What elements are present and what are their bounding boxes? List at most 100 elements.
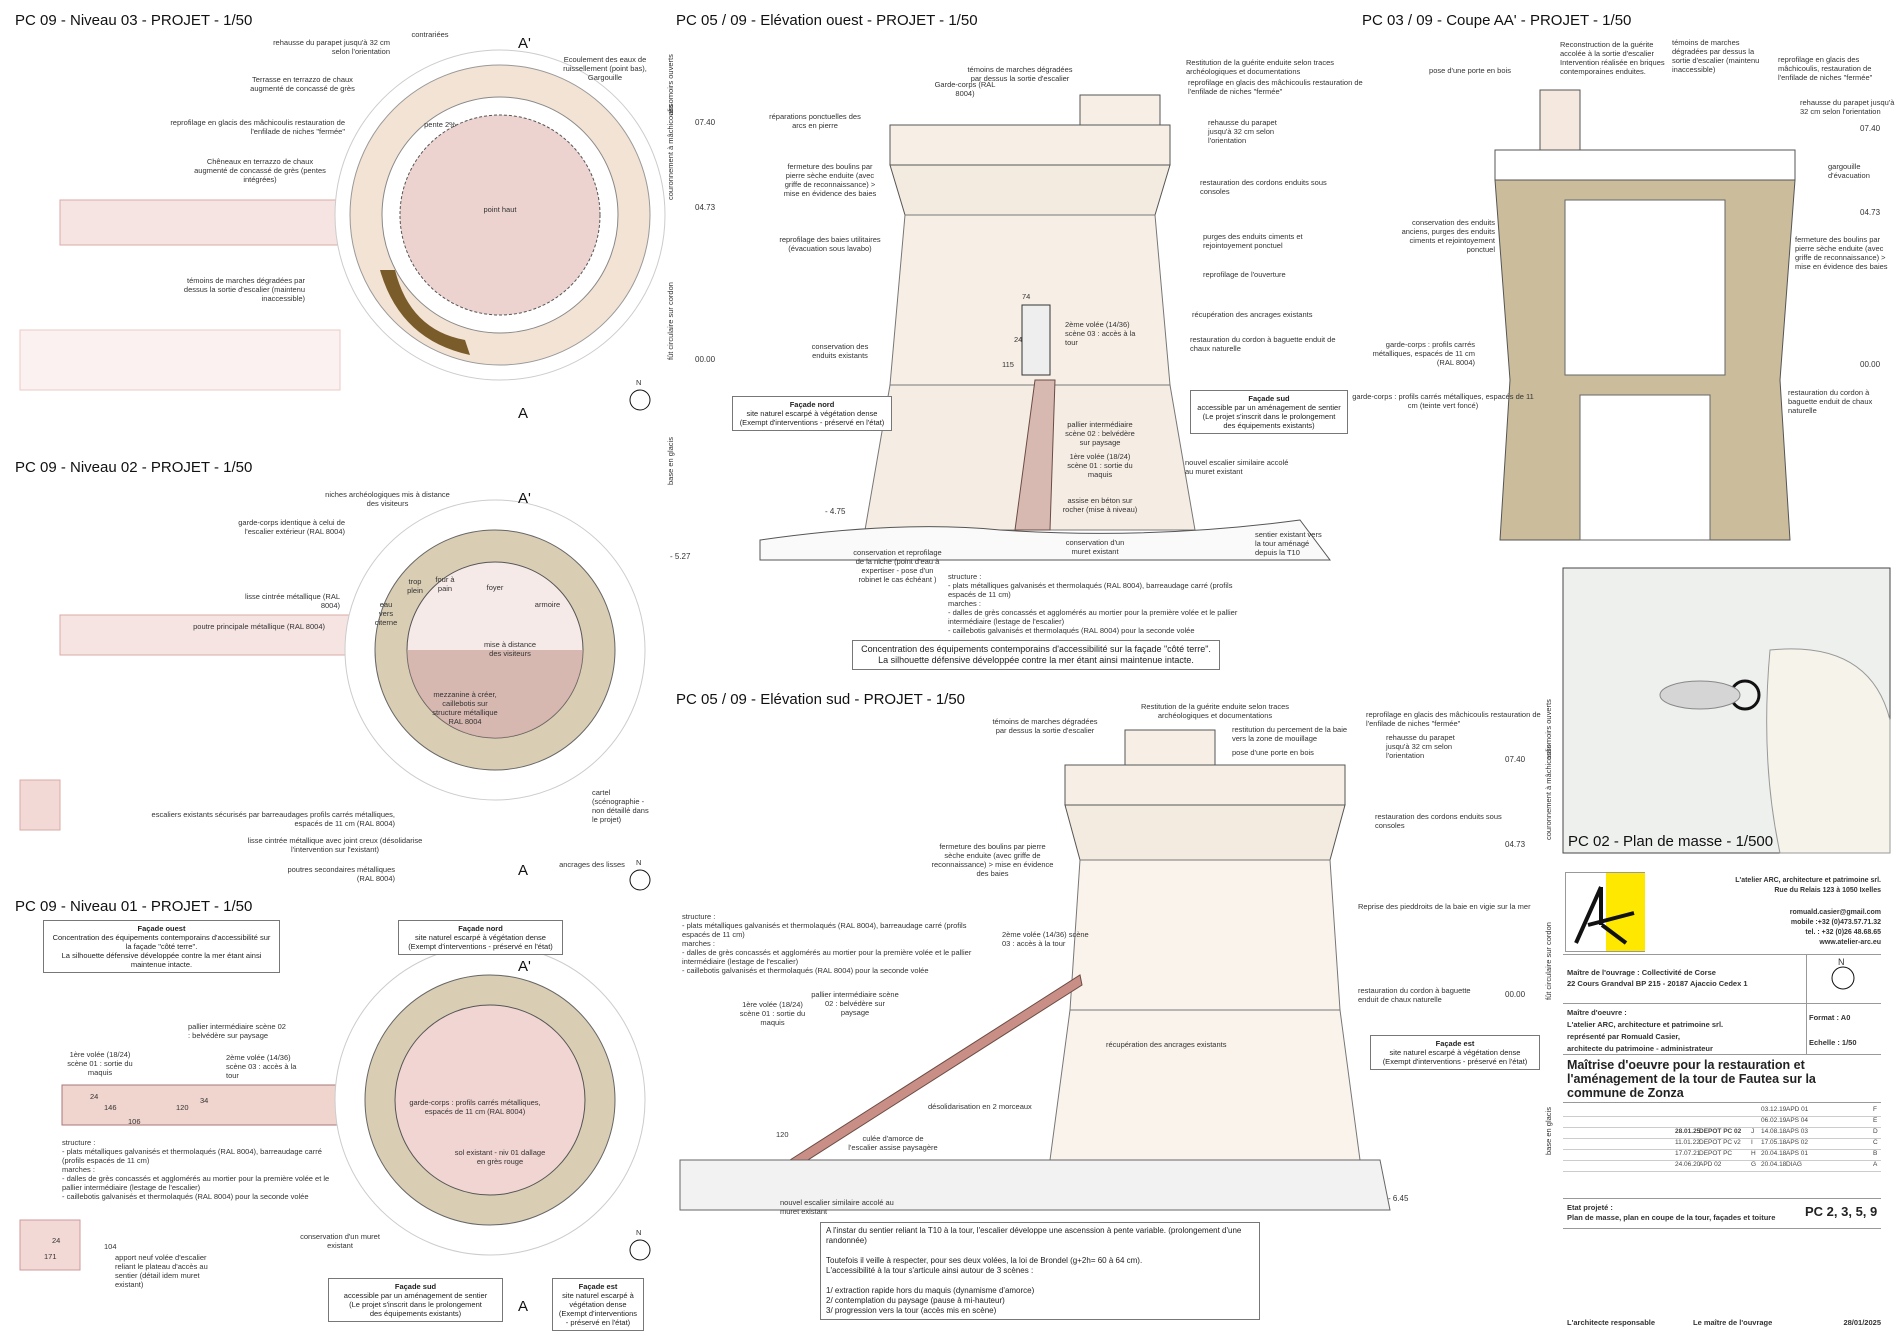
level-mark: 04.73 [1860, 208, 1881, 217]
annotation: reprofilage en glacis des mâchicoulis re… [1366, 710, 1541, 728]
annotation: 2ème volée (14/36) scène 03 : accès à la… [1002, 930, 1089, 948]
revision-c1: J [1751, 1128, 1755, 1135]
north-label: N [1838, 957, 1845, 967]
revision-c1: H [1751, 1150, 1756, 1157]
annotation: armoire [534, 600, 561, 609]
annotation: restitution du percement de la baie vers… [1232, 725, 1348, 743]
annotation: rehausse du parapet jusqu'à 32 cm selon … [1800, 98, 1895, 116]
revision-t2: APD 01 [1786, 1106, 1809, 1113]
annotation: structure : - plats métalliques galvanis… [948, 572, 1238, 635]
band-label: fût circulaire sur cordon [1544, 922, 1553, 1000]
annotation: témoins de marches dégradées par dessus … [1672, 38, 1760, 74]
annotation: structure : - plats métalliques galvanis… [682, 912, 972, 975]
plan-niveau-03 [19, 49, 666, 391]
annotation: nouvel escalier similaire accolé au mure… [1185, 458, 1289, 476]
annotation: reprofilage de l'ouverture [1203, 270, 1286, 279]
annotation: poutre principale métallique (RAL 8004) [193, 622, 325, 631]
annotation: poutres secondaires métalliques (RAL 800… [287, 865, 395, 883]
annotation: cartel (scénographie - non détaillé dans… [592, 788, 649, 824]
dimension: 120 [176, 1103, 189, 1112]
annotation: Reprise des pieddroits de la baie en vig… [1358, 902, 1531, 911]
north-arrows [629, 389, 1855, 1261]
annotation: niches archéologiques mis à distance des… [325, 490, 450, 508]
revision-d1: 28.01.25 [1675, 1128, 1701, 1135]
revision-c2: D [1873, 1128, 1878, 1135]
dimension: 104 [104, 1242, 117, 1251]
sheet-numbers: PC 2, 3, 5, 9 [1805, 1204, 1878, 1219]
annotation: garde-corps identique à celui de l'escal… [238, 518, 345, 536]
dimension: 115 [1002, 360, 1014, 369]
revision-row-divider [1563, 1149, 1881, 1150]
annotation: garde-corps : profils carrés métalliques… [409, 1098, 541, 1116]
website-link[interactable]: www.atelier-arc.eu [1819, 939, 1881, 946]
note-concentration: Concentration des équipements contempora… [852, 640, 1220, 670]
dimension: 171 [44, 1252, 57, 1261]
annotation: foyer [486, 583, 504, 592]
annotation: fermeture des boulins par pierre sèche e… [1795, 235, 1888, 271]
moe-rep: représenté par Romuald Casier, [1567, 1032, 1680, 1041]
annotation: reprofilage en glacis des mâchicoulis re… [1188, 78, 1363, 96]
annotation: restauration du cordon à baguette enduit… [1190, 335, 1336, 353]
revision-d1: 24.06.20 [1675, 1161, 1701, 1168]
band-label: couronnement à mâchicoulis [666, 104, 675, 200]
maitre-ouvrage-address: 22 Cours Grandval BP 215 - 20187 Ajaccio… [1567, 979, 1748, 988]
note-brondel: A l'instar du sentier reliant la T10 à l… [820, 1222, 1260, 1320]
firm-address: Rue du Relais 123 à 1050 Ixelles [1774, 887, 1881, 894]
annotation: 1ère volée (18/24) scène 01 : sortie du … [739, 1000, 806, 1027]
revision-t1: DEPOT PC [1699, 1150, 1733, 1157]
annotation: reprofilage des baies utilitaires (évacu… [779, 235, 881, 253]
annotation: Restitution de la guérite enduite selon … [1186, 58, 1335, 76]
revision-t1: APD 02 [1699, 1161, 1722, 1168]
band-label: couronnement à mâchicoulis [1544, 744, 1553, 840]
level-mark: 00.00 [1860, 360, 1881, 369]
plan-de-masse [1562, 567, 1891, 854]
annotation: fermeture des boulins par pierre sèche e… [783, 162, 877, 198]
dimension: 106 [128, 1117, 141, 1126]
revision-t2: APS 02 [1786, 1139, 1809, 1146]
moe-firm: L'atelier ARC, architecture et patrimoin… [1567, 1020, 1724, 1029]
dimension: 24 [52, 1236, 61, 1245]
annotation: Garde-corps (RAL 8004) [934, 80, 996, 98]
title-block: L'atelier ARC, architecture et patrimoin… [1563, 868, 1889, 1338]
scale: Echelle : 1/50 [1809, 1038, 1857, 1047]
panel-title-coupe: PC 03 / 09 - Coupe AA' - PROJET - 1/50 [1362, 12, 1632, 29]
annotation: témoins de marches dégradées par dessus … [992, 717, 1098, 735]
annotation: reprofilage en glacis des mâchicoulis re… [170, 118, 345, 136]
email-link[interactable]: romuald.casier@gmail.com [1789, 909, 1881, 916]
revision-d2: 03.12.19 [1761, 1106, 1787, 1113]
elevation-ouest [759, 94, 1331, 561]
project-title: Maîtrise d'oeuvre pour la restauration e… [1567, 1058, 1816, 1100]
revision-t2: DIAG [1786, 1161, 1802, 1168]
annotation: rehausse du parapet jusqu'à 32 cm selon … [273, 38, 390, 56]
annotation: mise à distance des visiteurs [483, 640, 537, 658]
level-mark: - 4.75 [825, 507, 846, 516]
revision-d2: 20.04.18 [1761, 1150, 1787, 1157]
dimension: 146 [104, 1103, 117, 1112]
annotation: sol existant - niv 01 dallage en grès ro… [454, 1148, 546, 1166]
signature-architect: L'architecte responsable [1567, 1318, 1656, 1327]
annotation: escaliers existants sécurisés par barrea… [151, 810, 395, 828]
path-outline [19, 329, 341, 391]
mobile: mobile :+32 (0)473.57.71.32 [1790, 919, 1881, 926]
annotation: Reconstruction de la guérite accolée à l… [1560, 40, 1665, 76]
north-label: N [636, 1228, 642, 1237]
annotation: rehausse du parapet jusqu'à 32 cm selon … [1386, 733, 1455, 760]
annotation: Restitution de la guérite enduite selon … [1140, 702, 1289, 720]
annotation: réparations ponctuelles des arcs en pier… [769, 112, 861, 130]
revision-d2: 14.08.18 [1761, 1128, 1787, 1135]
annotation: structure : - plats métalliques galvanis… [62, 1138, 330, 1201]
signature-owner: Le maître de l'ouvrage [1693, 1318, 1773, 1327]
annotation: 1ère volée (18/24) scène 01 : sortie du … [67, 1050, 133, 1077]
panel-title-plan-masse: PC 02 - Plan de masse - 1/500 [1568, 833, 1774, 850]
revision-d2: 20.04.18 [1761, 1161, 1787, 1168]
level-mark: 07.40 [695, 118, 716, 127]
level-mark: - 6.45 [1388, 1194, 1409, 1203]
revision-c2: B [1873, 1150, 1878, 1157]
annotation: Ecoulement des eaux de ruissellement (po… [563, 55, 647, 82]
revision-c2: F [1873, 1106, 1877, 1113]
